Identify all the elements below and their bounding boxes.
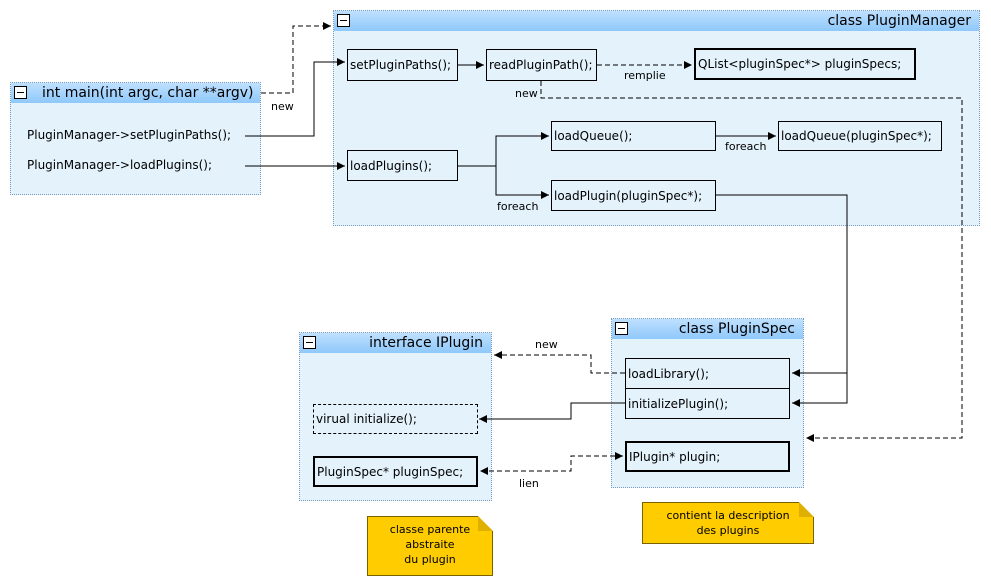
wire-initialize <box>479 402 625 423</box>
wire-main-new <box>261 22 331 94</box>
plugin-manager-title: class PluginManager <box>827 13 971 29</box>
plugin-manager-header: class PluginManager <box>334 11 979 31</box>
spec-note: contient la description des plugins <box>642 502 814 544</box>
initialize-plugin-box[interactable]: initializePlugin(); <box>625 388 790 419</box>
iplugin-note-line: du plugin <box>404 553 456 566</box>
spec-note-line: des plugins <box>696 524 760 537</box>
iplugin-header: interface IPlugin <box>300 333 491 353</box>
set-plugin-paths-box[interactable]: setPluginPaths(); <box>347 49 458 81</box>
wire-library-new <box>494 351 625 374</box>
wire-load-plugin <box>495 166 549 199</box>
label-foreach-queue: foreach <box>725 140 767 153</box>
wire-new-spec <box>540 81 963 442</box>
load-plugins-box[interactable]: loadPlugins(); <box>347 150 458 181</box>
iplugin-initialize-box[interactable]: virual initialize(); <box>313 404 478 434</box>
plugin-spec-title: class PluginSpec <box>678 321 795 337</box>
iplugin-title: interface IPlugin <box>369 335 483 351</box>
label-new-pm: new <box>515 87 538 100</box>
label-lien: lien <box>519 477 539 490</box>
label-new-spec: new <box>535 338 558 351</box>
label-remplie: remplie <box>624 69 666 82</box>
load-queue-box[interactable]: loadQueue(); <box>551 121 716 151</box>
wire-load-queue <box>458 132 549 167</box>
spec-plugin-box[interactable]: IPlugin* plugin; <box>625 441 790 472</box>
plugin-specs-box[interactable]: QList<pluginSpec*> pluginSpecs; <box>694 48 916 80</box>
main-frame-header: int main(int argc, char **argv) <box>11 83 260 103</box>
collapse-icon[interactable] <box>615 322 628 335</box>
collapse-icon[interactable] <box>303 336 316 349</box>
load-queue-spec-box[interactable]: loadQueue(pluginSpec*); <box>778 121 942 151</box>
collapse-icon[interactable] <box>14 86 27 99</box>
collapse-icon[interactable] <box>337 14 350 27</box>
label-foreach-plugin: foreach <box>497 200 539 213</box>
read-plugin-path-box[interactable]: readPluginPath(); <box>486 49 597 81</box>
wire-plugin-to-spec <box>716 194 848 407</box>
main-frame: int main(int argc, char **argv) <box>10 82 261 195</box>
load-plugin-box[interactable]: loadPlugin(pluginSpec*); <box>551 180 716 211</box>
iplugin-note-line: abstraite <box>405 538 455 551</box>
label-new-main: new <box>271 100 294 113</box>
wire-lien <box>480 452 623 475</box>
spec-note-line: contient la description <box>666 509 790 522</box>
main-frame-title: int main(int argc, char **argv) <box>42 85 254 101</box>
iplugin-note-line: classe parente <box>389 523 471 536</box>
main-call-set-paths: PluginManager->setPluginPaths(); <box>27 128 232 142</box>
iplugin-plugin-spec-box[interactable]: PluginSpec* pluginSpec; <box>313 456 478 487</box>
plugin-spec-header: class PluginSpec <box>612 319 803 339</box>
main-call-load-plugins: PluginManager->loadPlugins(); <box>27 158 212 172</box>
load-library-box[interactable]: loadLibrary(); <box>625 358 790 389</box>
iplugin-note: classe parente abstraite du plugin <box>367 516 493 576</box>
wire-set-paths <box>245 58 345 137</box>
